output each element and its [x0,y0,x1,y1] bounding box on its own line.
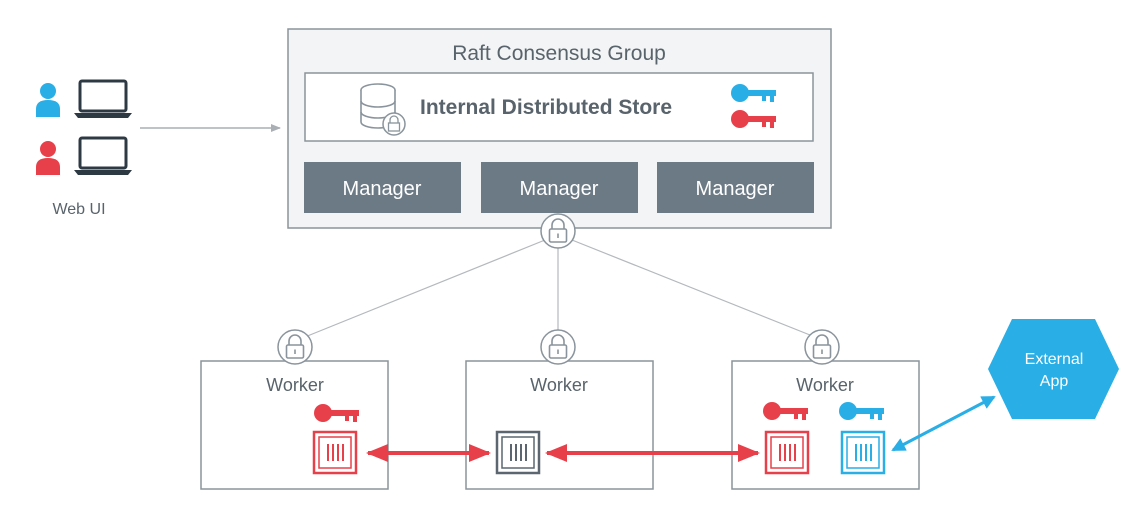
web-ui-group: Web UI [36,79,134,218]
laptop-icon-2 [72,136,134,177]
worker-1-red-container-icon [312,430,358,475]
external-app-label-line2: App [1040,373,1069,390]
hub-lock-icon [540,213,576,249]
manager-2-box [481,162,638,213]
worker-3-lock-icon [804,329,840,365]
hub-to-worker-1-line [299,239,546,340]
worker-2: Worker [465,360,654,490]
blue-user-icon [36,83,60,117]
worker-3: Worker [731,360,920,490]
manager-2-label: Manager [520,178,599,200]
worker-1-lock-icon [277,329,313,365]
web-ui-label: Web UI [52,201,105,218]
raft-group-title: Raft Consensus Group [452,42,666,65]
manager-3-box [657,162,814,213]
worker-3-red-container-icon [764,430,810,475]
worker-3-blue-container-icon [840,430,886,475]
worker-1-label: Worker [266,375,324,395]
worker-2-lock-icon [540,329,576,365]
laptop-icon-1 [72,79,134,120]
worker-3-label: Worker [796,375,854,395]
worker-2-gray-container-icon [495,430,541,475]
manager-1-label: Manager [343,178,422,200]
external-app-label-line1: External [1025,351,1084,368]
manager-1-box [304,162,461,213]
hub-to-worker-3-line [571,239,821,340]
worker-1: Worker [200,360,389,490]
raft-consensus-group: Raft Consensus Group Internal Distribute… [287,28,832,229]
manager-3-label: Manager [696,178,775,200]
external-app-hexagon: External App [988,319,1119,419]
database-lock-icon [360,83,406,136]
red-user-icon [36,141,60,175]
internal-store-label: Internal Distributed Store [420,96,672,119]
blue-arrow-external-app [891,395,996,452]
worker-2-label: Worker [530,375,588,395]
